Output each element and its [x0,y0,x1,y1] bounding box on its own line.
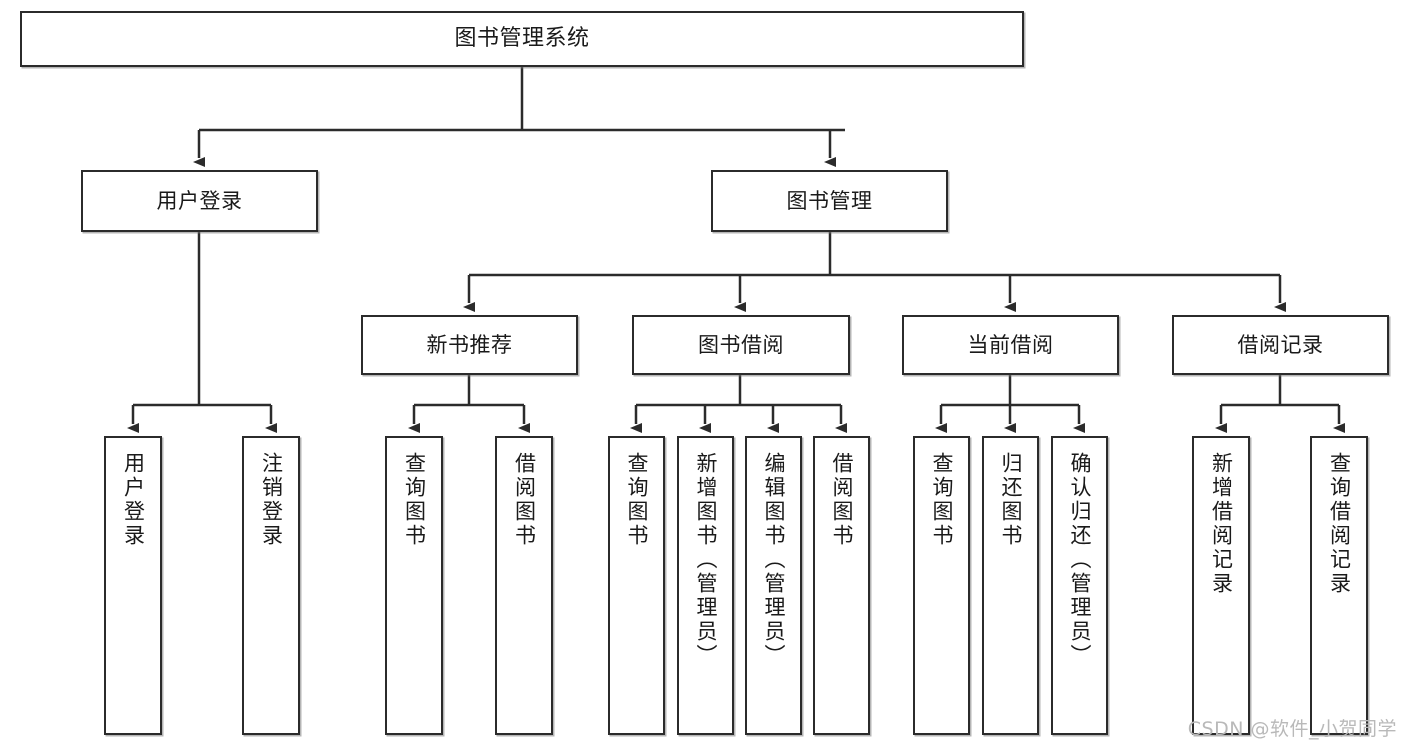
node-label: 用户登录 [121,452,146,548]
node-book-management[interactable]: 图书管理 [711,170,948,232]
node-book-borrow[interactable]: 图书借阅 [632,315,850,375]
node-label: 新书推荐 [426,332,513,357]
node-leaf-borrow-book-recommend[interactable]: 借阅图书 [495,436,553,735]
node-borrow-records[interactable]: 借阅记录 [1172,315,1389,375]
node-leaf-edit-book-admin[interactable]: 编辑图书（管理员） [745,436,802,735]
node-leaf-return-book[interactable]: 归还图书 [982,436,1039,735]
node-user-login[interactable]: 用户登录 [81,170,318,232]
node-leaf-add-book-admin[interactable]: 新增图书（管理员） [677,436,734,735]
node-label: 借阅记录 [1237,332,1324,357]
node-leaf-add-borrow-record[interactable]: 新增借阅记录 [1192,436,1250,735]
node-label: 借阅图书 [512,452,537,548]
csdn-watermark: CSDN @软件_小贺同学 [1187,718,1397,740]
node-label: 归还图书 [999,452,1023,548]
node-leaf-confirm-return-admin[interactable]: 确认归还（管理员） [1051,436,1108,735]
node-label: 新增借阅记录 [1209,452,1234,596]
node-label: 查询图书 [625,452,649,548]
node-current-borrow[interactable]: 当前借阅 [902,315,1119,375]
node-label: 确认归还（管理员） [1068,452,1092,668]
node-label: 图书管理系统 [454,26,590,52]
node-leaf-logout[interactable]: 注销登录 [242,436,300,735]
node-leaf-borrow-book[interactable]: 借阅图书 [813,436,870,735]
node-label: 图书借阅 [698,332,784,357]
node-label: 图书管理 [786,188,873,213]
node-label: 查询借阅记录 [1327,452,1352,596]
node-label: 查询图书 [402,452,427,548]
node-label: 新增图书（管理员） [694,452,718,668]
node-new-book-recommend[interactable]: 新书推荐 [361,315,578,375]
node-root-book-management-system[interactable]: 图书管理系统 [20,11,1024,67]
node-leaf-query-borrow-record[interactable]: 查询借阅记录 [1310,436,1368,735]
node-leaf-user-login[interactable]: 用户登录 [104,436,162,735]
node-leaf-query-book-borrow[interactable]: 查询图书 [608,436,665,735]
node-label: 注销登录 [259,452,284,548]
node-label: 用户登录 [156,188,243,213]
node-label: 当前借阅 [967,332,1054,357]
node-label: 编辑图书（管理员） [762,452,786,668]
node-label: 查询图书 [930,452,954,548]
node-leaf-query-book-recommend[interactable]: 查询图书 [385,436,443,735]
node-leaf-query-book-current[interactable]: 查询图书 [913,436,970,735]
node-label: 借阅图书 [830,452,854,548]
